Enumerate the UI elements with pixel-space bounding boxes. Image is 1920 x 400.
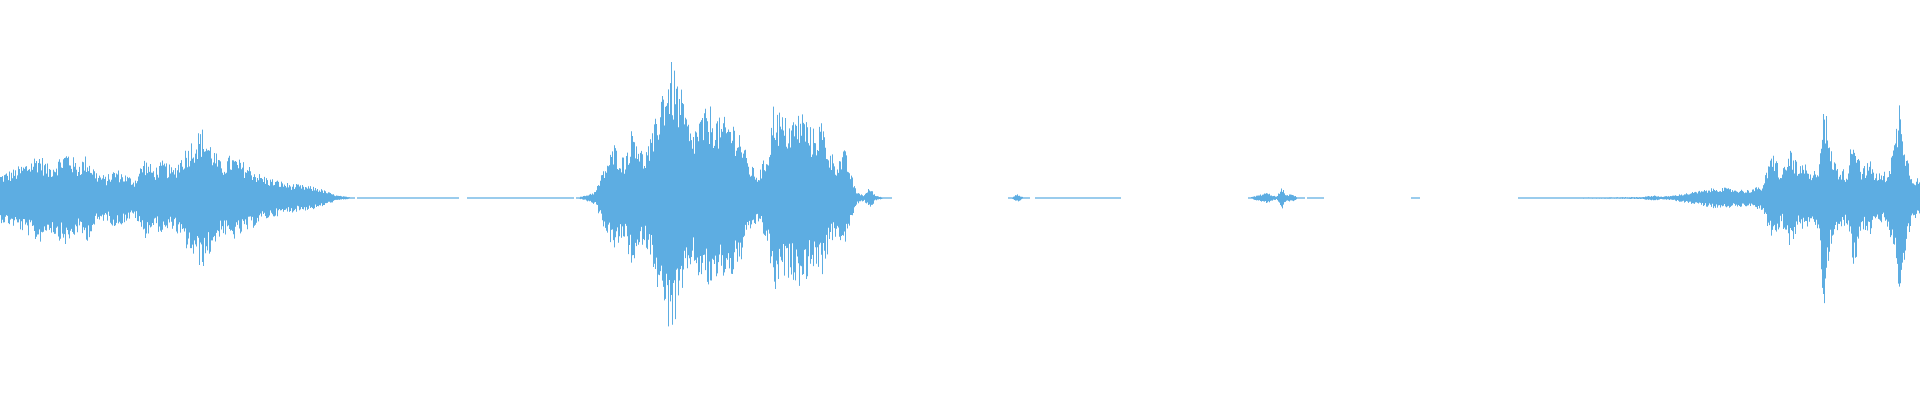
waveform-layer: [0, 61, 1920, 327]
waveform-path: [0, 61, 1920, 327]
